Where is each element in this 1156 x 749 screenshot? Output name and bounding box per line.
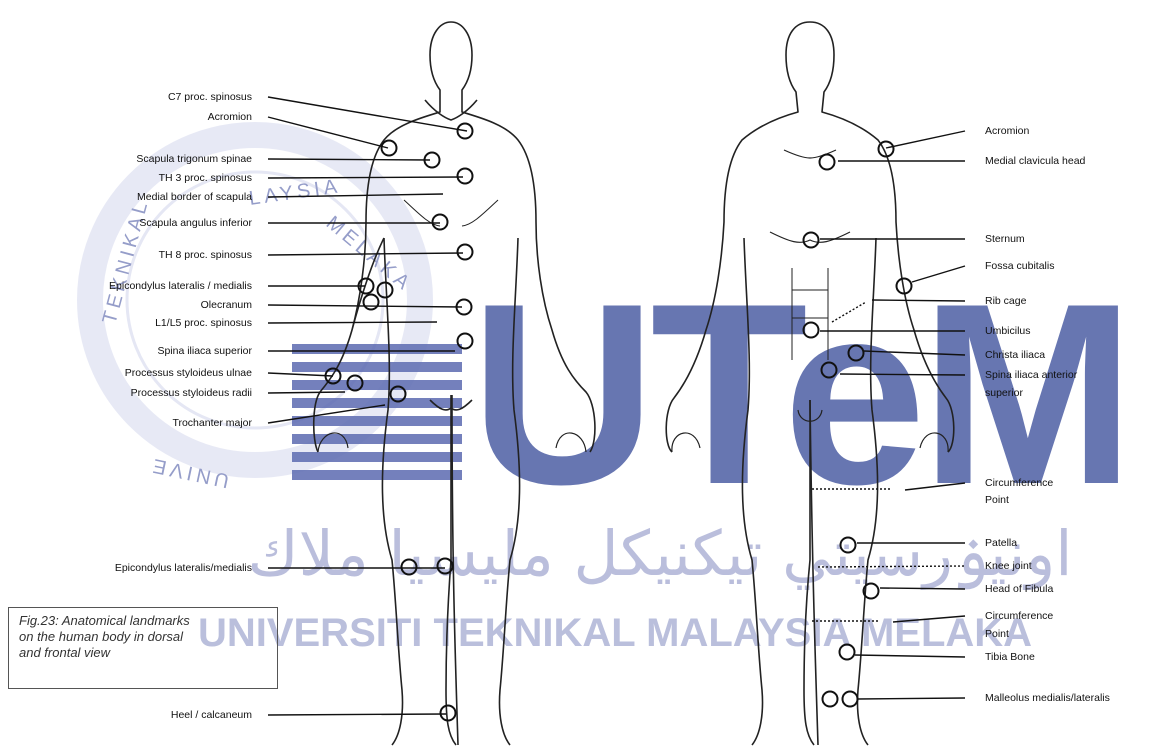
- frontal-label: Malleolus medialis/lateralis: [985, 692, 1110, 704]
- dorsal-landmark-circle: [458, 169, 473, 184]
- frontal-leader-line: [818, 566, 965, 567]
- dorsal-label: Medial border of scapula: [137, 191, 252, 203]
- dorsal-leader-line: [268, 177, 463, 178]
- frontal-label: Circumference: [985, 477, 1053, 489]
- caption-line-1: Fig.23: Anatomical landmarks: [19, 613, 277, 629]
- frontal-label: Knee joint: [985, 560, 1032, 572]
- dorsal-landmark-circle: [438, 559, 453, 574]
- dorsal-leader-line: [268, 253, 463, 255]
- frontal-landmark-circle: [823, 692, 838, 707]
- frontal-landmark-circle: [897, 279, 912, 294]
- frontal-label: Point: [985, 494, 1009, 506]
- dorsal-label: Processus styloideus radii: [131, 387, 252, 399]
- frontal-leader-line: [872, 300, 965, 301]
- frontal-leader-line: [912, 266, 965, 282]
- dorsal-leader-line: [268, 373, 333, 376]
- frontal-leader-line: [840, 374, 965, 375]
- dorsal-label: Scapula trigonum spinae: [136, 153, 252, 165]
- dorsal-leader-line: [268, 714, 446, 715]
- dorsal-leader-line: [268, 194, 443, 197]
- dorsal-leader-line: [268, 392, 345, 393]
- dorsal-leader-line: [268, 159, 430, 160]
- frontal-label: Christa iliaca: [985, 349, 1045, 361]
- frontal-label: Spina iliaca anterior: [985, 369, 1077, 381]
- dorsal-landmark-circle: [458, 334, 473, 349]
- dorsal-label: Heel / calcaneum: [171, 709, 252, 721]
- frontal-label: Tibia Bone: [985, 651, 1035, 663]
- dorsal-label: Processus styloideus ulnae: [125, 367, 252, 379]
- dorsal-leader-line: [268, 117, 388, 148]
- frontal-label: Sternum: [985, 233, 1025, 245]
- frontal-leader-line: [886, 131, 965, 148]
- dorsal-leader-line: [268, 97, 467, 131]
- frontal-landmark-circle: [864, 584, 879, 599]
- dorsal-label: Scapula angulus inferior: [139, 217, 252, 229]
- dorsal-label: C7 proc. spinosus: [168, 91, 252, 103]
- figure-caption: Fig.23: Anatomical landmarks on the huma…: [8, 607, 278, 689]
- dorsal-leader-line: [268, 305, 462, 307]
- frontal-leader-line: [855, 655, 965, 657]
- frontal-label: Head of Fibula: [985, 583, 1053, 595]
- dorsal-label: Acromion: [208, 111, 252, 123]
- dorsal-label: Trochanter major: [172, 417, 252, 429]
- frontal-label: Circumference: [985, 610, 1053, 622]
- frontal-leader-line: [905, 483, 965, 490]
- dorsal-label: Epicondylus lateralis/medialis: [115, 562, 252, 574]
- dorsal-landmark-circle: [433, 215, 448, 230]
- dorsal-landmark-circle: [378, 283, 393, 298]
- dorsal-landmark-circle: [348, 376, 363, 391]
- frontal-leader-line: [880, 588, 965, 589]
- dorsal-label: Olecranum: [201, 299, 252, 311]
- frontal-landmark-circle: [840, 645, 855, 660]
- dorsal-label: Spina iliaca superior: [157, 345, 252, 357]
- frontal-label: Medial clavicula head: [985, 155, 1085, 167]
- dorsal-landmark-circle: [364, 295, 379, 310]
- rib-cage-line: [832, 302, 866, 322]
- dorsal-landmark-circle: [441, 706, 456, 721]
- frontal-leader-line: [893, 616, 965, 622]
- frontal-label: Patella: [985, 537, 1017, 549]
- dorsal-label: TH 3 proc. spinosus: [159, 172, 252, 184]
- frontal-label: Rib cage: [985, 295, 1026, 307]
- frontal-landmark-circle: [804, 233, 819, 248]
- frontal-label: Umbicilus: [985, 325, 1031, 337]
- frontal-landmark-circle: [804, 323, 819, 338]
- dorsal-landmark-circle: [458, 245, 473, 260]
- frontal-landmark-circle: [843, 692, 858, 707]
- frontal-landmark-circle: [820, 155, 835, 170]
- frontal-leader-line: [857, 698, 965, 699]
- dorsal-landmark-circle: [402, 560, 417, 575]
- frontal-label: Fossa cubitalis: [985, 260, 1054, 272]
- dorsal-label: Epicondylus lateralis / medialis: [109, 280, 252, 292]
- frontal-landmark-circle: [822, 363, 837, 378]
- frontal-label: superior: [985, 387, 1023, 399]
- frontal-label: Point: [985, 628, 1009, 640]
- dorsal-landmark-circle: [382, 141, 397, 156]
- frontal-landmark-circle: [879, 142, 894, 157]
- frontal-landmark-circle: [849, 346, 864, 361]
- dorsal-label: TH 8 proc. spinosus: [159, 249, 252, 261]
- dorsal-label: L1/L5 proc. spinosus: [155, 317, 252, 329]
- dorsal-landmark-circle: [391, 387, 406, 402]
- frontal-landmark-circle: [841, 538, 856, 553]
- dorsal-leader-line: [268, 322, 437, 323]
- caption-line-2: on the human body in dorsal: [19, 629, 277, 645]
- frontal-leader-line: [864, 351, 965, 355]
- dorsal-leader-line: [268, 405, 385, 423]
- frontal-label: Acromion: [985, 125, 1029, 137]
- caption-line-3: and frontal view: [19, 645, 277, 661]
